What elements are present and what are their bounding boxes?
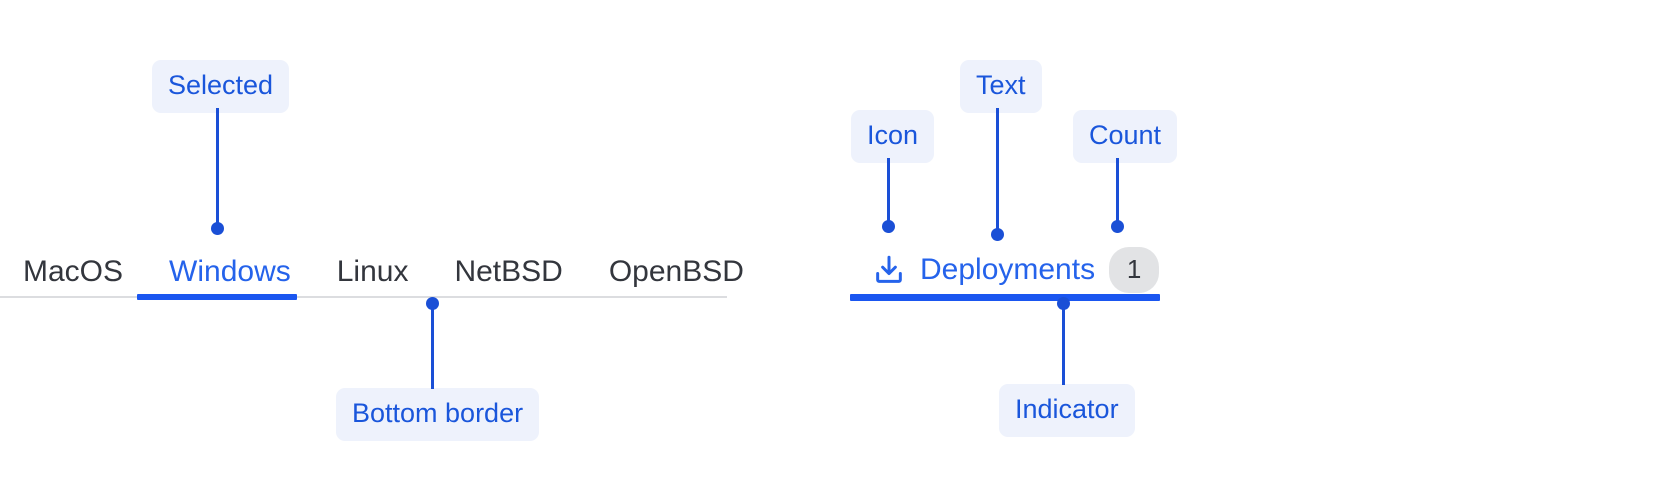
os-tab-bar: MacOS Windows Linux NetBSD OpenBSD [0,246,744,302]
tabbar-selected-indicator [137,294,297,300]
tabbar-bottom-border [0,296,727,298]
annotation-count-leader-dot [1111,220,1124,233]
annotation-selected-leader-dot [211,222,224,235]
annotation-text-label: Text [960,60,1042,113]
annotation-text-leader-dot [991,228,1004,241]
deployments-tab[interactable]: Deployments 1 [850,246,1160,304]
annotation-selected-leader-line [216,108,219,228]
annotation-icon-label: Icon [851,110,935,163]
tab-openbsd[interactable]: OpenBSD [608,255,744,288]
annotation-count-leader-line [1116,158,1119,226]
os-tabstrip: MacOS Windows Linux NetBSD OpenBSD [0,246,767,298]
tab-netbsd[interactable]: NetBSD [454,255,563,288]
annotation-selected-label: Selected [152,60,290,113]
annotation-bottom-border-label: Bottom border [336,388,540,441]
tab-windows[interactable]: Windows [169,255,291,288]
deployments-tab-indicator [850,294,1160,301]
tab-macos[interactable]: MacOS [23,255,124,288]
annotation-bottom-border-leader-line [431,305,434,389]
annotation-indicator-leader-dot [1057,297,1070,310]
annotation-icon-leader-line [887,158,890,226]
annotation-text-leader-line [996,108,999,234]
tab-linux[interactable]: Linux [336,255,409,288]
deployments-tab-label: Deployments [920,253,1096,286]
annotation-icon-leader-dot [882,220,895,233]
deployments-tab-content: Deployments 1 [872,246,1160,294]
annotation-indicator-leader-line [1062,305,1065,385]
deployments-count-badge: 1 [1109,247,1160,293]
annotation-count-label: Count [1073,110,1178,163]
annotation-bottom-border-leader-dot [426,297,439,310]
annotation-indicator-label: Indicator [999,384,1135,437]
download-icon [872,253,906,287]
